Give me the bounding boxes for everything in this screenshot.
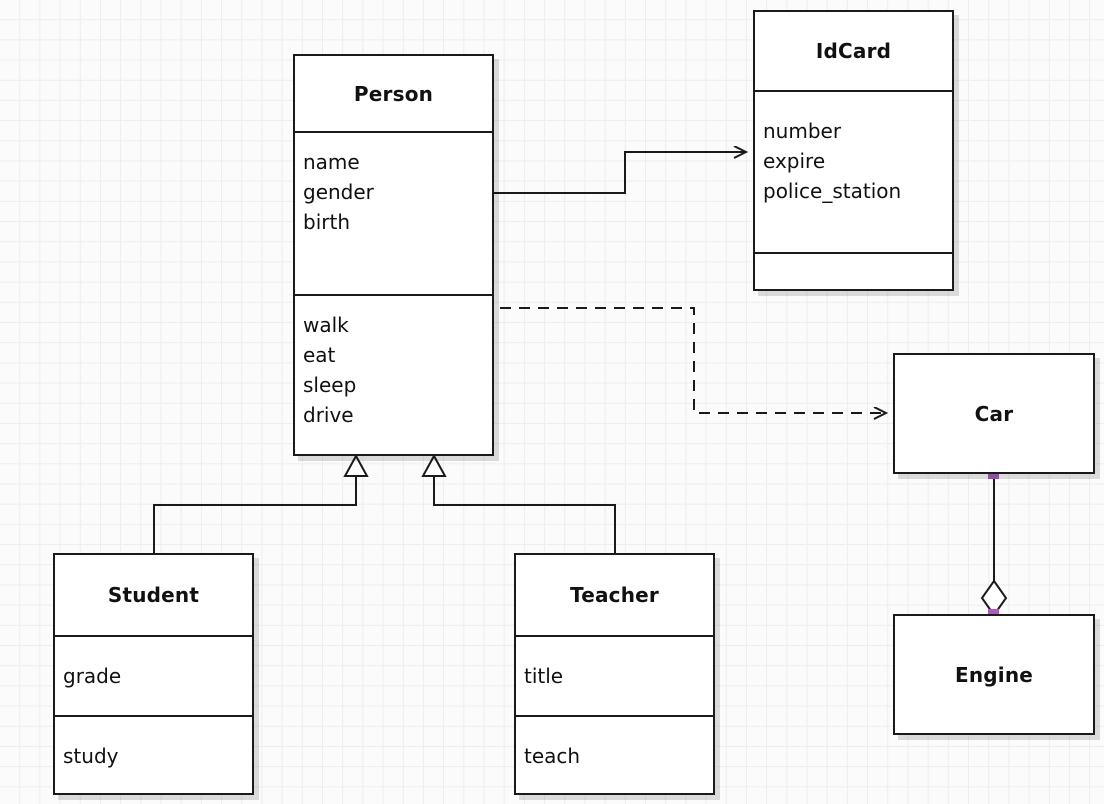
method-item: teach (524, 744, 581, 768)
edge-car-engine[interactable] (980, 474, 1008, 617)
attribute-item: birth (303, 210, 350, 234)
class-box-idcard[interactable]: IdCard number expire police_station (753, 10, 954, 291)
attribute-item: police_station (763, 179, 902, 203)
class-title-idcard: IdCard (815, 39, 892, 63)
method-item: drive (303, 403, 354, 427)
class-methods-idcard (755, 252, 952, 293)
attribute-item: gender (303, 180, 374, 204)
method-item: eat (303, 343, 336, 367)
class-attributes-person: name gender birth (295, 131, 492, 294)
class-box-car[interactable]: Car (893, 353, 1095, 474)
class-box-person[interactable]: Person name gender birth walk eat sleep … (293, 54, 494, 456)
class-title-student: Student (107, 583, 200, 607)
edge-student-person[interactable] (153, 453, 369, 553)
class-title-teacher: Teacher (570, 583, 659, 607)
edge-teacher-person[interactable] (421, 453, 616, 553)
attribute-item: name (303, 150, 360, 174)
attribute-item: number (763, 119, 842, 143)
class-box-engine[interactable]: Engine (893, 614, 1095, 735)
class-attributes-idcard: number expire police_station (755, 90, 952, 252)
class-title-car: Car (974, 401, 1014, 426)
attribute-item: title (524, 664, 564, 688)
class-methods-person: walk eat sleep drive (295, 294, 492, 458)
class-box-teacher[interactable]: Teacher title teach (514, 553, 715, 795)
class-methods-student: study (55, 715, 252, 797)
class-title-engine: Engine (954, 662, 1034, 687)
class-methods-teacher: teach (516, 715, 713, 797)
edge-person-car[interactable] (500, 307, 886, 413)
class-attributes-teacher: title (516, 635, 713, 715)
attribute-item: grade (63, 664, 122, 688)
edge-person-idcard[interactable] (494, 152, 746, 194)
method-item: walk (303, 313, 349, 337)
class-title-person: Person (353, 81, 434, 106)
method-item: study (63, 744, 119, 768)
class-attributes-student: grade (55, 635, 252, 715)
class-box-student[interactable]: Student grade study (53, 553, 254, 795)
attribute-item: expire (763, 149, 826, 173)
method-item: sleep (303, 373, 357, 397)
